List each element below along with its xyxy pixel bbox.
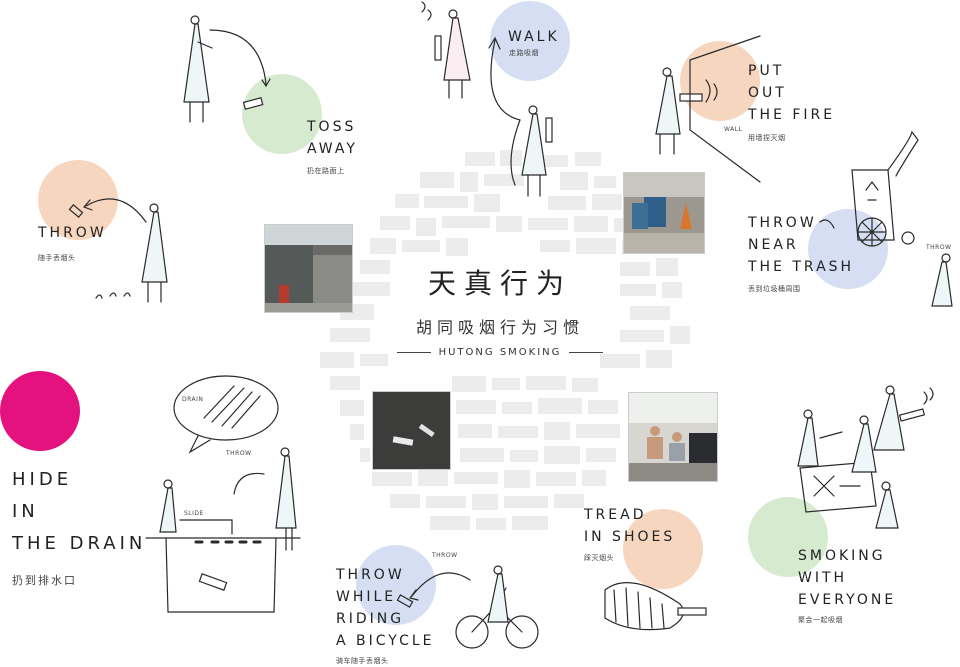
figure-trash-bin	[819, 130, 953, 307]
subtitle-english-row: HUTONG SMOKING	[350, 347, 650, 358]
cn-toss-away: 扔在路面上	[307, 167, 345, 175]
title-rule-right	[569, 352, 604, 353]
peach-circle-putout	[680, 41, 760, 121]
photo-trash-bins	[623, 172, 705, 254]
cn-bicycle: 骑车随手丢烟头	[336, 657, 389, 665]
green-circle-everyone	[748, 497, 828, 577]
green-circle-toss	[242, 74, 322, 154]
title-chinese: 天真行为	[427, 267, 572, 300]
sketch-label-throw-trash: THROW	[926, 244, 952, 251]
blue-circle-trash	[808, 209, 888, 289]
figure-drain	[145, 375, 301, 613]
cn-hide-in-drain: 扔到排水口	[12, 574, 77, 587]
cn-walk: 走路吸烟	[509, 49, 539, 57]
sketch-label-drain: DRAIN	[182, 396, 204, 403]
blue-circle-walk	[490, 1, 570, 81]
cn-smoking-with-everyone: 聚会一起吸烟	[798, 616, 843, 624]
peach-circle-throw	[38, 160, 118, 240]
photo-hutong-alley	[264, 224, 353, 313]
subtitle-chinese: 胡同吸烟行为习惯	[415, 318, 584, 337]
figure-toss	[183, 15, 271, 123]
figure-putout	[655, 35, 761, 183]
magenta-circle-drain	[0, 371, 80, 451]
figure-walk	[421, 1, 553, 197]
peach-circle-shoes	[623, 509, 703, 589]
cn-tread-in-shoes: 踩灭烟头	[584, 554, 614, 562]
label-throw: THROW	[38, 225, 107, 241]
sketch-label-throw-drain: THROW	[226, 450, 252, 457]
sketch-label-throw-bike: THROW	[432, 552, 458, 559]
cn-put-out-fire: 用墙捏灭烟	[748, 134, 786, 142]
figure-throw	[68, 198, 168, 303]
sketch-label-slide: SLIDE	[184, 510, 204, 517]
photo-people-street	[628, 392, 718, 482]
cn-near-trash: 丢到垃圾桶周围	[748, 285, 801, 293]
center-title-block: 天真行为 胡同吸烟行为习惯 HUTONG SMOKING	[350, 262, 650, 358]
title-rule-left	[396, 352, 431, 353]
subtitle-english: HUTONG SMOKING	[438, 347, 562, 358]
cn-throw: 随手丢烟头	[38, 254, 76, 262]
label-walk: WALK	[508, 29, 560, 45]
figure-everyone	[797, 385, 934, 529]
figure-shoe	[604, 582, 707, 631]
sketch-label-wall: WALL	[724, 126, 743, 133]
figure-bicycle	[396, 565, 539, 649]
photo-cigarette-butts	[372, 391, 451, 470]
